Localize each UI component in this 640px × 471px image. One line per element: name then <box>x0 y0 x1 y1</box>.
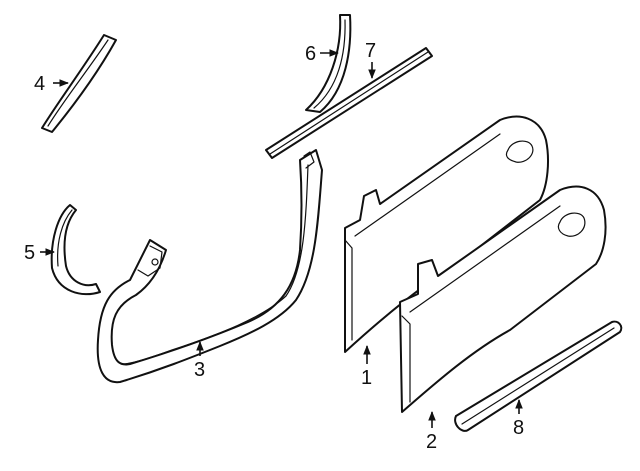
callout-1: 1 <box>361 367 372 389</box>
callout-4: 4 <box>34 73 45 95</box>
part-3-door-opening-frame <box>96 149 323 384</box>
callout-6: 6 <box>305 43 316 65</box>
leader-arrows <box>40 49 523 428</box>
callout-2: 2 <box>426 431 437 453</box>
callout-5: 5 <box>24 242 35 264</box>
part-1-door-panel <box>344 115 549 353</box>
callout-8: 8 <box>513 417 524 439</box>
part-8-rocker-molding <box>454 320 623 432</box>
part-4-trim-strip <box>41 34 117 133</box>
part-2-door-panel <box>399 185 607 413</box>
callout-3: 3 <box>194 359 205 381</box>
callout-7: 7 <box>365 40 376 62</box>
part-7-molding-strip <box>265 47 433 159</box>
part-5-seal <box>50 204 101 296</box>
